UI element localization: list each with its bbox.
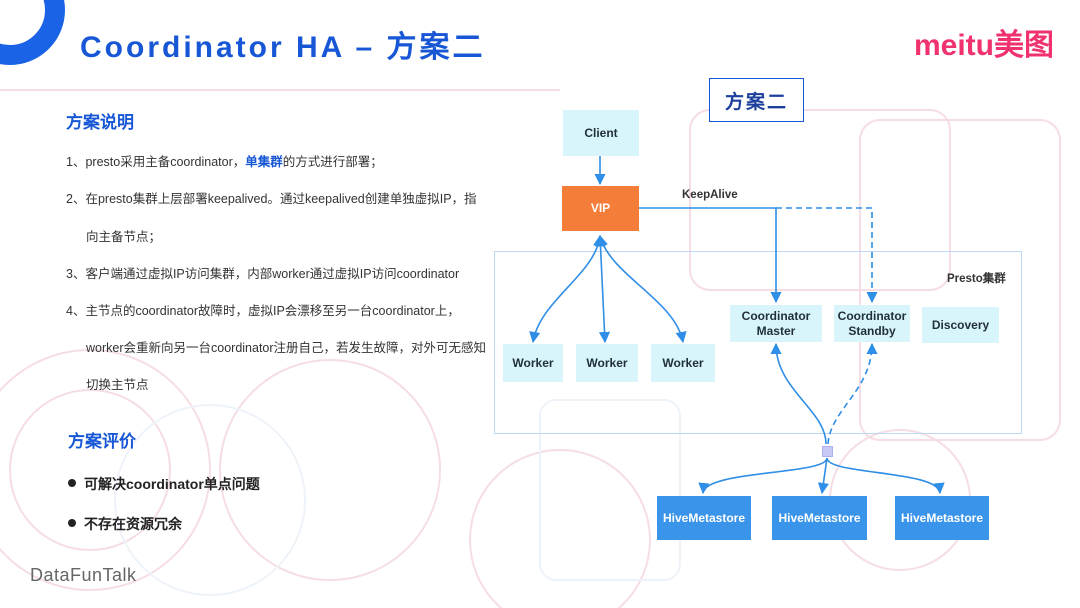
hub-to-standby-dashed-arrow [827, 342, 878, 445]
evaluation-bullet-2-text: 不存在资源冗余 [84, 516, 182, 532]
meitu-logo: meitu美图 [913, 29, 1054, 62]
evaluation-bullet-1: 可解决coordinator单点问题 [68, 474, 260, 494]
section-title-description: 方案说明 [66, 113, 134, 132]
description-item-2: 2、在presto集群上层部署keepalived。通过keepalived创建… [66, 192, 477, 206]
bullet-dot-icon [68, 519, 76, 528]
connector-hub [822, 446, 833, 457]
hivemetastore-node-2: HiveMetastore [772, 496, 867, 540]
hivemetastore-node-1: HiveMetastore [657, 496, 751, 540]
keepalive-label: KeepAlive [682, 189, 738, 201]
hub-to-hive2-arrow [817, 457, 829, 495]
vip-worker3-arrow [597, 234, 687, 344]
worker-node-3: Worker [651, 344, 715, 382]
evaluation-bullet-1-text: 可解决coordinator单点问题 [84, 476, 260, 492]
description-item-4-cont2: 切换主节点 [86, 378, 149, 392]
vip-node: VIP [562, 186, 639, 231]
vip-worker2-arrow [594, 234, 611, 344]
item-1-highlight: 单集群 [245, 155, 283, 169]
scheme-label-box: 方案二 [709, 78, 804, 122]
coordinator-master-node: Coordinator Master [730, 305, 822, 342]
section-title-evaluation: 方案评价 [68, 432, 136, 451]
evaluation-bullet-2: 不存在资源冗余 [68, 514, 182, 534]
coordinator-standby-node: Coordinator Standby [834, 305, 910, 342]
item-1-suffix: 的方式进行部署； [282, 155, 383, 169]
cluster-label: Presto集群 [947, 273, 1006, 285]
description-item-4: 4、主节点的coordinator故障时，虚拟IP会漂移至另一台coordina… [66, 304, 460, 318]
description-item-2-cont: 向主备节点； [86, 230, 162, 244]
hub-to-master-arrow [770, 342, 827, 445]
description-item-4-cont: worker会重新向另一台coordinator注册自己，若发生故障，对外可无感… [86, 341, 487, 355]
worker-node-2: Worker [576, 344, 638, 382]
description-item-3: 3、客户端通过虚拟IP访问集群，内部worker通过虚拟IP访问coordina… [66, 267, 460, 281]
hub-to-hive3-arrow [826, 457, 945, 495]
footer-brand: DataFunTalk [30, 565, 137, 585]
bullet-dot-icon [68, 479, 76, 488]
client-node: Client [563, 110, 639, 156]
presto-cluster-boundary [494, 251, 1022, 434]
hivemetastore-node-3: HiveMetastore [895, 496, 989, 540]
page-title: Coordinator HA – 方案二 [80, 31, 486, 64]
vip-worker1-arrow [529, 234, 605, 344]
discovery-node: Discovery [922, 307, 999, 343]
description-item-1: 1、presto采用主备coordinator，单集群的方式进行部署； [66, 151, 383, 170]
vip-to-standby-dashed-arrow [776, 207, 878, 304]
hub-to-hive1-arrow [698, 457, 828, 495]
item-1-prefix: 1、presto采用主备coordinator， [66, 155, 246, 169]
worker-node-1: Worker [503, 344, 563, 382]
vip-to-master-arrow [639, 207, 782, 304]
